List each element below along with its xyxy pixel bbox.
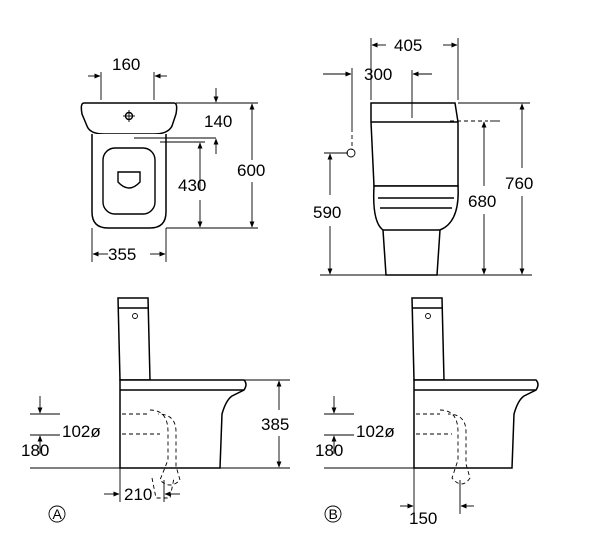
dim-a-outlet-height: 180: [21, 441, 49, 460]
dim-a-outlet-offset: 210: [124, 485, 152, 504]
dim-plan-inlet: 140: [204, 112, 232, 131]
plan-bowl-outline: [91, 134, 167, 229]
side-b-bowl: [413, 379, 539, 469]
dim-plan-width-top: 160: [112, 55, 140, 74]
front-tank-outline: [370, 102, 459, 187]
side-view-a: 102ø 180 385 210 A: [21, 297, 290, 523]
dim-plan-center: 430: [178, 176, 206, 195]
dim-front-seat-height: 680: [468, 192, 496, 211]
plan-seat: [102, 147, 156, 215]
plan-view: 160 140 430 600 355: [80, 55, 265, 264]
side-a-tank: [117, 297, 151, 381]
label-a: A: [53, 506, 63, 522]
dim-plan-depth: 600: [237, 161, 265, 180]
dim-a-height: 385: [261, 415, 289, 434]
side-a-bowl: [119, 379, 247, 469]
front-view: 405 300 590 680 760: [313, 36, 533, 276]
dim-a-pipe: 102ø: [62, 422, 101, 441]
dim-front-inlet-offset: 300: [364, 65, 392, 84]
side-b-tank: [411, 297, 445, 381]
label-b: B: [329, 506, 338, 522]
plan-bowl-opening: [117, 171, 141, 189]
dim-b-pipe: 102ø: [356, 422, 395, 441]
dim-front-total-height: 760: [505, 174, 533, 193]
side-view-b: 102ø 180 150 B: [315, 297, 539, 528]
dim-plan-width: 355: [108, 245, 136, 264]
dim-front-inlet-height: 590: [313, 203, 341, 222]
dim-front-tank-width: 405: [394, 36, 422, 55]
label-a-circle: [48, 505, 66, 523]
side-a-outlet-trap: [149, 409, 181, 486]
side-b-outlet-trap: [439, 409, 471, 485]
dim-b-outlet-height: 180: [315, 441, 343, 460]
label-b-circle: [324, 505, 342, 523]
dim-b-outlet-offset: 150: [409, 509, 437, 528]
